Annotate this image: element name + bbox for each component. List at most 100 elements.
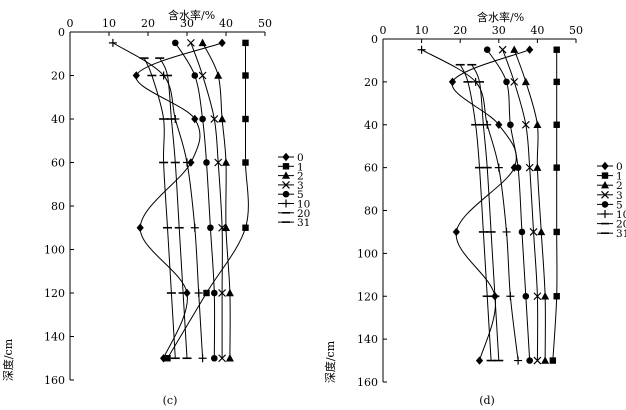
legend-item: 3 — [597, 190, 623, 202]
series-20 — [155, 57, 192, 360]
data-point-5 — [211, 289, 218, 297]
series-1 — [549, 46, 560, 364]
y-tick-label: 60 — [364, 162, 378, 175]
legend-item: 20 — [597, 219, 626, 231]
y-tick-label: 160 — [357, 376, 378, 389]
legend-label: 3 — [297, 180, 304, 192]
data-point-0 — [132, 71, 140, 80]
y-axis-title: 深度/cm — [1, 338, 15, 381]
legend-label: 2 — [297, 171, 304, 183]
data-point-2 — [521, 77, 530, 86]
series-3 — [186, 38, 227, 363]
data-point-10 — [514, 356, 523, 365]
data-point-1 — [242, 72, 249, 79]
data-point-5 — [503, 78, 510, 86]
data-point-1 — [242, 224, 249, 231]
legend-item: 2 — [278, 171, 304, 183]
x-tick-label: 20 — [453, 24, 467, 37]
data-point-10 — [494, 163, 503, 172]
data-point-0 — [452, 227, 460, 237]
legend-label: 2 — [616, 180, 623, 192]
data-point-3 — [198, 71, 207, 80]
legend-label: 20 — [297, 208, 310, 220]
data-point-1 — [203, 289, 210, 297]
data-point-10 — [506, 292, 515, 301]
data-point-3 — [210, 115, 219, 123]
data-point-3 — [498, 45, 507, 54]
y-tick-label: 160 — [44, 374, 65, 387]
legend-item: 5 — [597, 199, 623, 211]
data-point-1 — [242, 159, 249, 166]
x-tick-label: 30 — [492, 24, 506, 37]
legend-label: 10 — [297, 199, 310, 211]
legend-label: 5 — [297, 189, 304, 201]
legend-item: 0 — [278, 152, 304, 164]
series-20 — [467, 63, 504, 362]
legend-marker — [282, 152, 290, 162]
x-tick-label: 10 — [415, 24, 429, 37]
series-2 — [198, 38, 234, 362]
data-point-5 — [191, 72, 199, 79]
y-tick-label: 140 — [44, 331, 65, 344]
x-tick-label: 0 — [67, 17, 74, 30]
data-point-1 — [553, 164, 560, 171]
data-point-2 — [510, 45, 519, 53]
legend-marker — [282, 199, 290, 208]
data-point-2 — [541, 292, 550, 300]
data-point-1 — [553, 46, 560, 53]
legend-item: 0 — [597, 161, 623, 173]
legend-label: 1 — [616, 171, 623, 183]
legend-marker — [601, 161, 609, 171]
legend-marker — [601, 201, 609, 208]
data-point-10 — [198, 354, 207, 363]
x-tick-label: 20 — [141, 17, 155, 30]
data-point-2 — [214, 71, 223, 79]
data-point-5 — [172, 39, 179, 47]
data-point-10 — [190, 223, 199, 232]
y-tick-label: 0 — [58, 26, 65, 39]
data-point-3 — [218, 354, 227, 363]
series-2 — [510, 45, 550, 364]
legend-label: 20 — [616, 219, 626, 231]
legend-label: 0 — [297, 152, 304, 164]
data-point-1 — [553, 78, 560, 86]
y-tick-label: 20 — [364, 76, 378, 89]
legend-label: 1 — [297, 161, 304, 173]
data-point-10 — [194, 289, 203, 297]
data-point-5 — [518, 228, 526, 236]
data-point-1 — [549, 357, 557, 364]
data-point-1 — [242, 39, 249, 47]
x-tick-label: 50 — [569, 24, 583, 37]
legend-item: 31 — [278, 217, 310, 229]
data-point-2 — [533, 163, 542, 171]
data-point-10 — [417, 45, 426, 54]
y-tick-label: 80 — [51, 200, 65, 213]
legend-marker — [601, 210, 609, 218]
y-tick-label: 120 — [44, 287, 65, 300]
legend-label: 5 — [616, 199, 623, 211]
y-tick-label: 120 — [357, 290, 378, 303]
data-point-0 — [218, 38, 226, 48]
data-point-3 — [218, 223, 227, 232]
data-point-10 — [502, 227, 511, 236]
data-point-0 — [191, 114, 199, 124]
legend-label: 0 — [616, 161, 623, 173]
y-tick-label: 60 — [51, 157, 65, 170]
y-tick-label: 100 — [44, 244, 65, 257]
x-tick-label: 50 — [258, 17, 272, 30]
data-point-3 — [214, 158, 223, 167]
series-1 — [164, 39, 249, 362]
data-point-1 — [553, 293, 560, 300]
data-point-0 — [510, 163, 518, 172]
data-point-2 — [541, 356, 550, 364]
legend-item: 20 — [278, 208, 310, 220]
data-point-3 — [510, 77, 519, 86]
y-tick-label: 140 — [357, 333, 378, 346]
data-point-0 — [495, 120, 503, 129]
data-point-1 — [553, 228, 560, 236]
